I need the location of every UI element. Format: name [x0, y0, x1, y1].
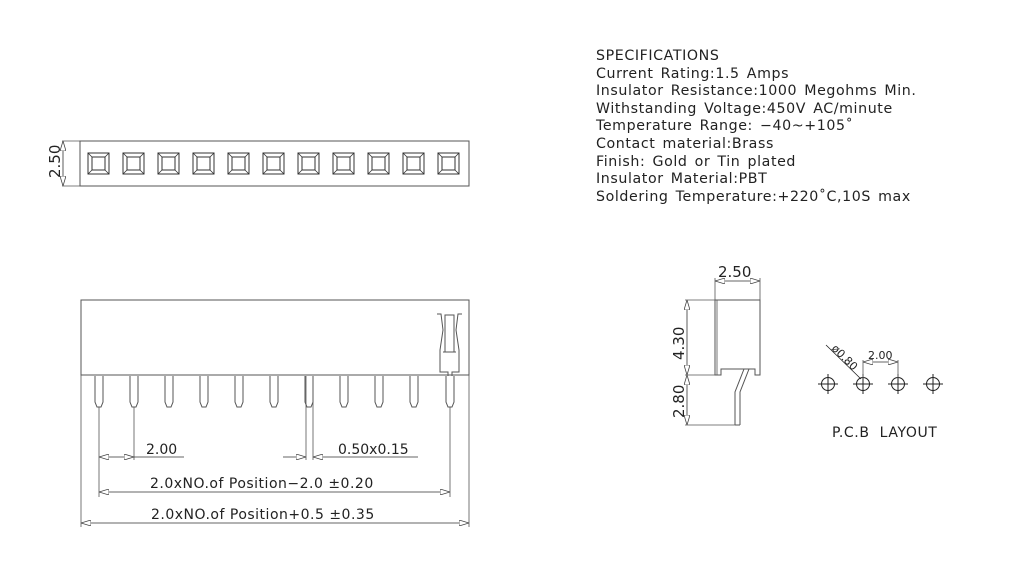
pcb-hole-diameter-dim: ø0.80 — [829, 342, 860, 373]
side-view-width-dim: 2.50 — [718, 263, 751, 281]
top-view: 2.50 — [46, 140, 470, 187]
front-view-body — [80, 299, 470, 376]
spec-insulator-material: Insulator Material:PBT — [596, 171, 768, 188]
top-view-body — [79, 140, 470, 187]
spec-finish: Finish: Gold or Tin plated — [596, 153, 797, 170]
pitch-dim-label: 2.00 — [146, 442, 177, 458]
spec-soldering-temperature: Soldering Temperature:+220˚C,10S max — [596, 188, 911, 205]
spec-temperature-range: Temperature Range: −40~+105˚ — [596, 118, 854, 135]
side-view: 2.50 4.30 2.80 — [670, 263, 761, 426]
top-view-contacts — [87, 152, 460, 175]
side-view-pin-length-dim: 2.80 — [670, 385, 688, 418]
top-view-height-dim: 2.50 — [46, 145, 64, 178]
side-view-body-height-dim: 4.30 — [670, 327, 688, 360]
pcb-hole — [922, 373, 944, 395]
pcb-pitch-dim: 2.00 — [868, 349, 893, 362]
overall-length-dim-label: 2.0xNO.of Position+0.5 ±0.35 — [151, 507, 375, 523]
front-view-pins — [94, 375, 419, 408]
front-view: 2.00 0.50x0.15 2.0xNO.of Position−2.0 ±0… — [80, 299, 470, 527]
specifications-block: SPECIFICATIONS Current Rating:1.5 Amps I… — [596, 48, 916, 206]
pcb-hole — [817, 373, 839, 395]
contact-section-detail — [437, 313, 462, 408]
spec-insulator-resistance: Insulator Resistance:1000 Megohms Min. — [596, 83, 917, 100]
spec-contact-material: Contact material:Brass — [596, 135, 774, 152]
row-length-dim-label: 2.0xNO.of Position−2.0 ±0.20 — [150, 476, 374, 492]
spec-withstanding-voltage: Withstanding Voltage:450V AC/minute — [596, 100, 893, 117]
pin-size-dim-label: 0.50x0.15 — [338, 442, 409, 458]
spec-current-rating: Current Rating:1.5 Amps — [596, 65, 790, 82]
specifications-title: SPECIFICATIONS — [596, 48, 720, 64]
pcb-layout-label: P.C.B LAYOUT — [832, 425, 937, 441]
pcb-layout: ø0.80 2.00 P.C.B LAYOUT — [817, 342, 944, 441]
